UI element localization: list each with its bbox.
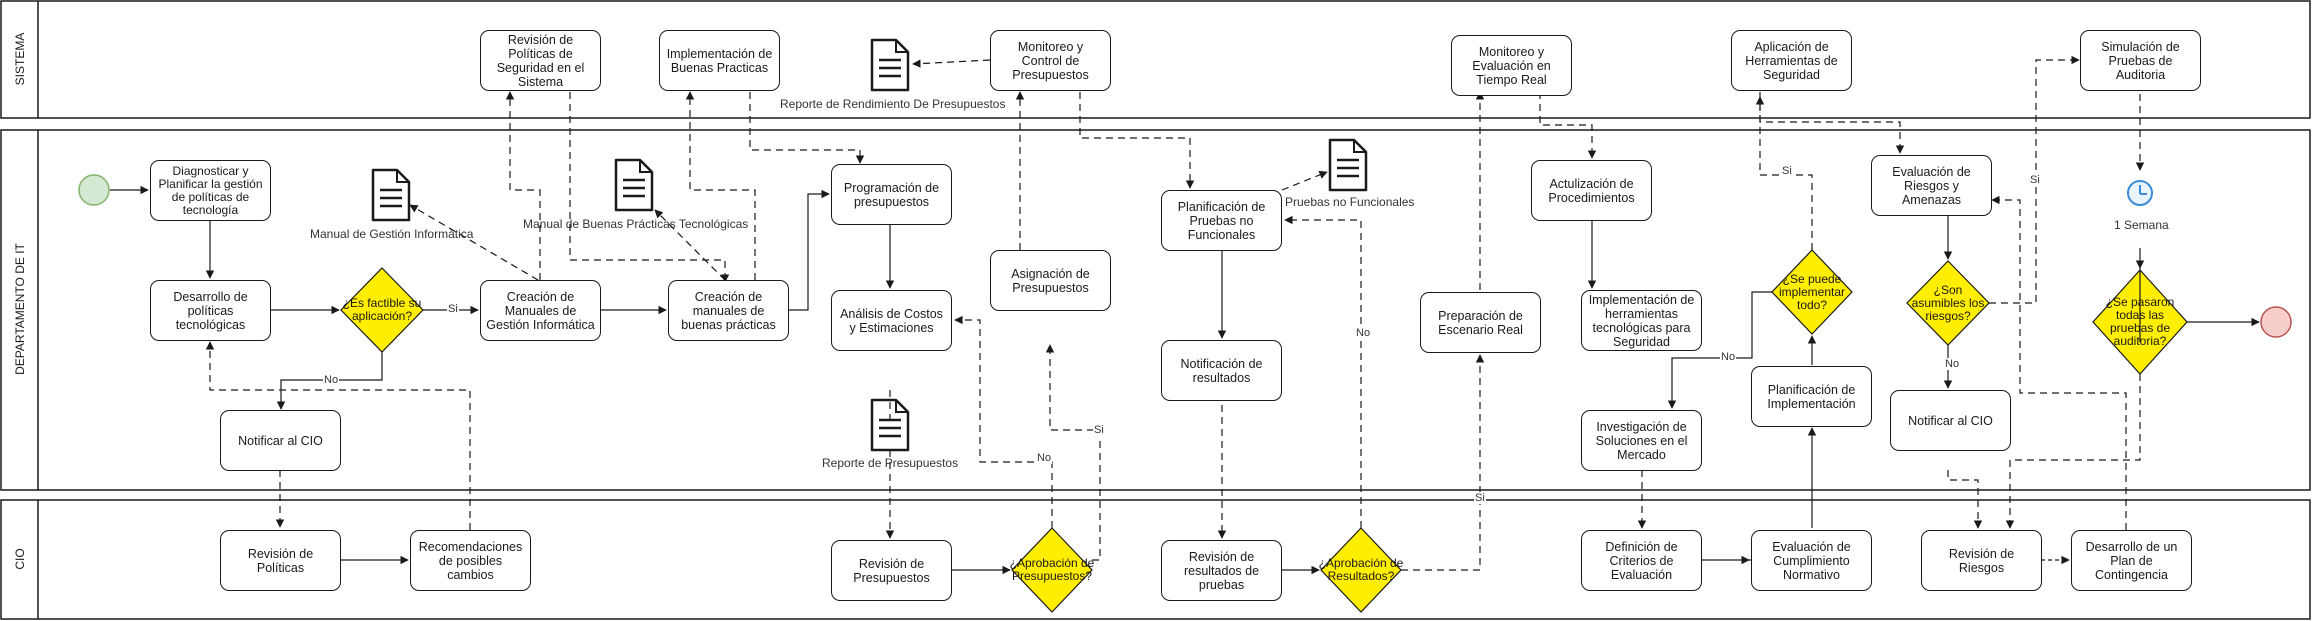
document-icon-reporte-presupuestos [870,398,910,452]
node-revision-politicas[interactable]: Revisión de Políticas [220,530,341,591]
node-recomendaciones[interactable]: Recomendaciones de posibles cambios [410,530,531,591]
edge-label-no: No [1036,452,1053,464]
edge-label-no: No [323,374,340,386]
label-timer: 1 Semana [2114,218,2169,232]
decision-puede-implementar[interactable]: ¿Se puede implementar todo? [1778,271,1846,312]
node-planificacion-implementacion[interactable]: Planificación de Implementación [1751,366,1872,427]
node-notificacion-resultados[interactable]: Notificación de resultados [1161,340,1282,401]
node-asignacion-presupuestos[interactable]: Asignación de Presupuestos [990,250,1111,311]
node-revision-resultados[interactable]: Revisión de resultados de pruebas [1161,540,1282,601]
node-diagnosticar[interactable]: Diagnosticar y Planificar la gestión de … [150,160,271,221]
edge-label-no: No [1355,327,1372,339]
node-preparacion-escenario[interactable]: Preparación de Escenario Real [1420,292,1541,353]
edge-label-no: No [1944,358,1961,370]
label-reporte-presupuestos: Reporte de Presupuestos [822,456,959,470]
solid-edges [110,185,2260,575]
document-icon-manual-gestion [371,168,411,222]
node-notificar-cio-1[interactable]: Notificar al CIO [220,410,341,471]
node-notificar-cio-2[interactable]: Notificar al CIO [1890,390,2011,451]
decision-aprobacion-presupuestos-shape [1011,527,1093,613]
node-simulacion-auditoria[interactable]: Simulación de Pruebas de Auditoria [2080,30,2201,91]
document-icon-manual-buenas [614,158,654,212]
node-monitoreo-tiempo-real[interactable]: Monitoreo y Evaluación en Tiempo Real [1451,35,1572,96]
edge-label-si: Si [1474,492,1486,504]
swimlane-departamento-it [0,129,2311,491]
label-reporte-rendimiento: Reporte de Rendimiento De Presupuestos [780,97,1006,111]
node-revision-presupuestos[interactable]: Revisión de Presupuestos [831,540,952,601]
document-icon-reporte-rendimiento [870,38,910,92]
label-manual-buenas: Manual de Buenas Prácticas Tecnológicas [523,217,749,231]
lane-title-sistema: SISTEMA [13,32,27,86]
node-planificacion-pruebas[interactable]: Planificación de Pruebas no Funcionales [1161,190,1282,251]
start-event [78,174,110,206]
swimlane-sistema [0,0,2311,119]
node-revision-riesgos[interactable]: Revisión de Riesgos [1921,530,2042,591]
edge-label-si: Si [2029,174,2041,186]
node-desarrollo-politicas[interactable]: Desarrollo de políticas tecnológicas [150,280,271,341]
node-creacion-manuales-gestion[interactable]: Creación de Manuales de Gestión Informát… [480,280,601,341]
lane-title-departamento-it: DEPARTAMENTO DE IT [13,243,27,375]
edge-label-si: Si [1781,165,1793,177]
node-revision-politicas-sistema[interactable]: Revisión de Políticas de Seguridad en el… [480,30,601,91]
decision-factible[interactable]: ¿Es factible su aplicación? [342,296,422,323]
node-definicion-criterios[interactable]: Definición de Criterios de Evaluación [1581,530,1702,591]
edge-label-si: Si [447,303,459,315]
node-programacion-presupuestos[interactable]: Programación de presupuestos [831,164,952,225]
node-implementacion-herramientas[interactable]: Implementación de herramientas tecnológi… [1581,290,1702,351]
decision-aprobacion-resultados-shape [1320,527,1402,613]
node-actualizacion-procedimientos[interactable]: Actulización de Procedimientos [1531,160,1652,221]
decision-puede-implementar-shape [1771,249,1853,335]
decision-asumibles[interactable]: ¿Son asumibles los riesgos? [1911,282,1985,323]
decision-aprobacion-presupuestos[interactable]: ¿Aprobación de Presupuestos? [1009,556,1095,583]
lane-title-cio: CIO [13,548,27,570]
edge-label-no: No [1720,351,1737,363]
node-analisis-costos[interactable]: Análisis de Costos y Estimaciones [831,290,952,351]
end-event [2260,306,2292,338]
document-icon-pruebas-no-funcionales [1328,138,1368,192]
decision-pasaron-pruebas[interactable]: ¿Se pasaron todas las pruebas de auditor… [2105,295,2175,348]
timer-icon [2127,180,2153,206]
label-pruebas-no-funcionales: Pruebas no Funcionales [1285,195,1415,209]
decision-aprobacion-resultados[interactable]: ¿Aprobación de Resultados? [1318,556,1404,583]
edge-label-si: Si [1093,424,1105,436]
node-investigacion-soluciones[interactable]: Investigación de Soluciones en el Mercad… [1581,410,1702,471]
label-manual-gestion: Manual de Gestión Informática [310,227,474,241]
node-aplicacion-herramientas[interactable]: Aplicación de Herramientas de Seguridad [1731,30,1852,91]
swimlane-cio [0,499,2311,620]
node-creacion-manuales-buenas[interactable]: Creación de manuales de buenas prácticas [668,280,789,341]
node-monitoreo-control[interactable]: Monitoreo y Control de Presupuestos [990,30,1111,91]
node-evaluacion-riesgos[interactable]: Evaluación de Riesgos y Amenazas [1871,155,1992,216]
node-evaluacion-cumplimiento[interactable]: Evaluación de Cumplimiento Normativo [1751,530,1872,591]
node-implementacion-buenas[interactable]: Implementación de Buenas Practicas [659,30,780,91]
node-desarrollo-contingencia[interactable]: Desarrollo de un Plan de Contingencia [2071,530,2192,591]
